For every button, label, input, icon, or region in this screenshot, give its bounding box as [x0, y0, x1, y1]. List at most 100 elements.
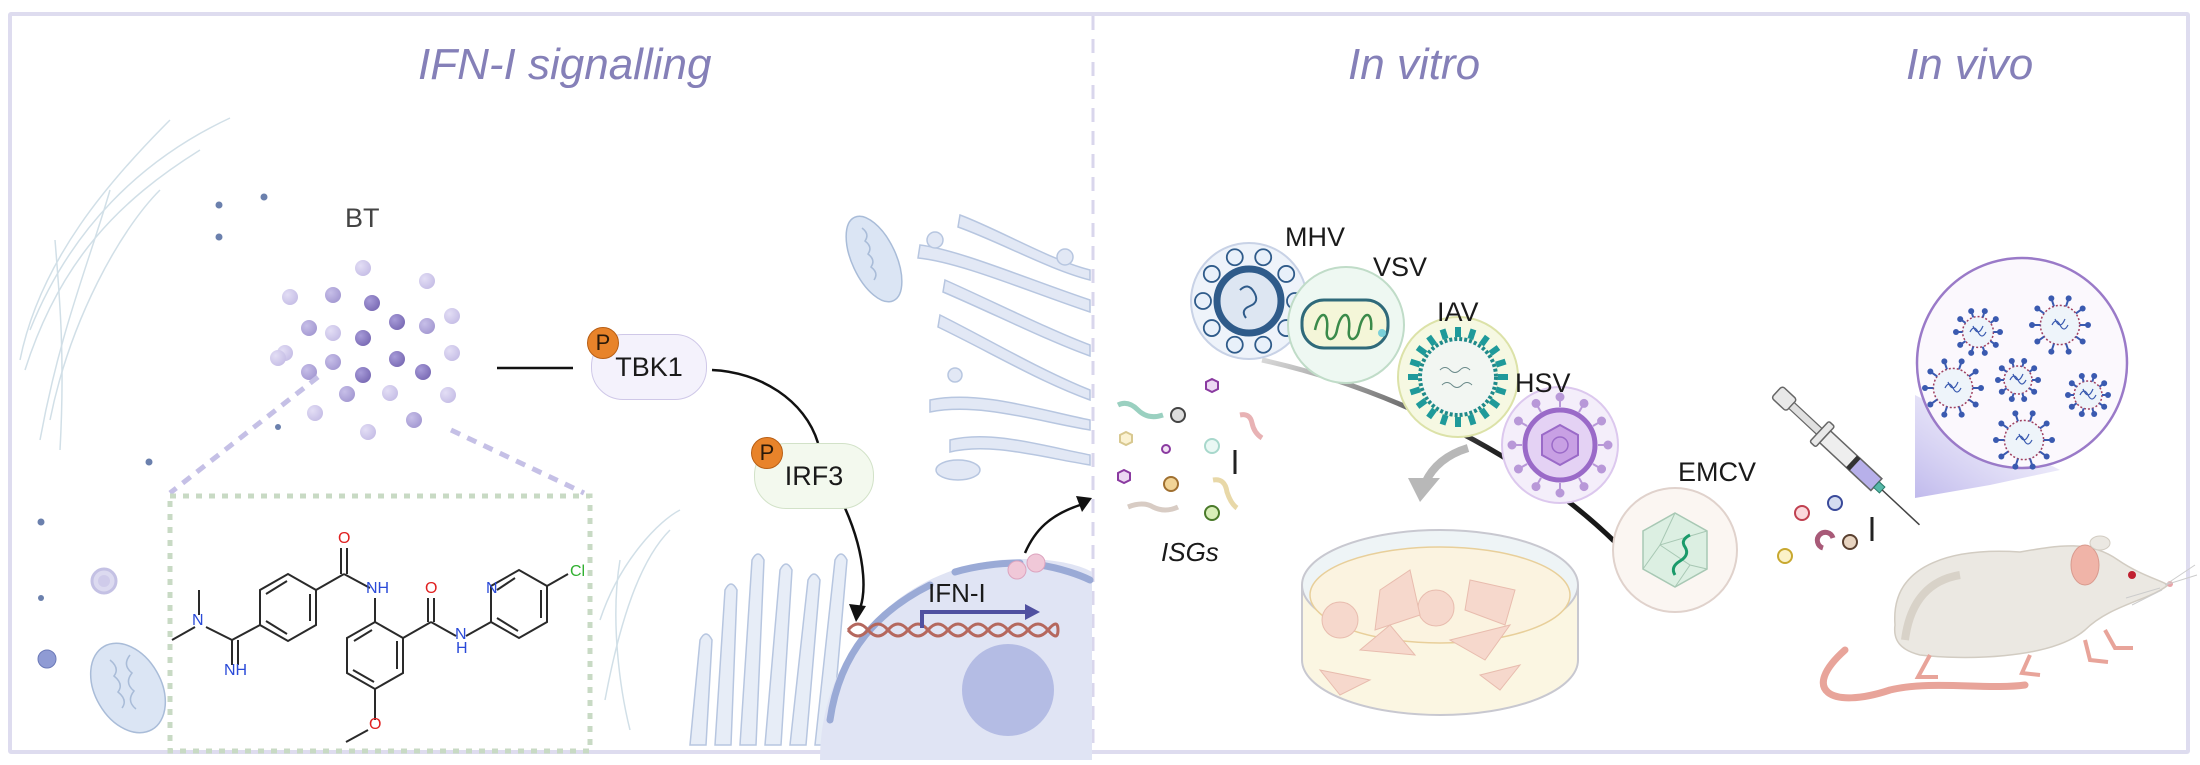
virus-spike: [1555, 392, 1565, 402]
virus-spike: [1495, 386, 1507, 396]
section-title-in-vivo: In vivo: [1906, 40, 2034, 89]
tbk1-to-irf3-arrow: [711, 368, 820, 444]
virus-hsv-icon: [1501, 386, 1619, 504]
mitochondrion-icon: [89, 642, 167, 734]
isg-molecules: [1116, 377, 1264, 521]
irf3-label: IRF3: [784, 460, 844, 491]
bt-molecule: [382, 385, 398, 401]
endoplasmic-reticulum-icon: [689, 553, 848, 746]
virus-spike: [1225, 248, 1244, 267]
irf3-to-dna-arrowhead: [849, 604, 866, 622]
compound-label: BT: [345, 203, 380, 233]
virus-spike: [1467, 328, 1477, 340]
virus-label-emcv: EMCV: [1678, 457, 1757, 487]
virus-label-iav: IAV: [1437, 297, 1479, 327]
nucleus-icon: [820, 559, 1094, 760]
bt-molecule: [406, 412, 422, 428]
bt-molecule-cluster: [270, 260, 460, 440]
virus-spike: [1467, 414, 1477, 426]
atom-imine-nh: NH: [224, 662, 248, 679]
atom-amide2-h: H: [456, 640, 468, 657]
bt-molecule: [419, 318, 435, 334]
bt-molecule: [270, 350, 286, 366]
virus-spike: [1513, 416, 1523, 426]
vesicle-dots: [37, 193, 281, 601]
ifn-vesicle: [1026, 553, 1046, 573]
infection-arrow: [1421, 444, 1470, 485]
magnified-virus: [2029, 295, 2091, 355]
virus-spike: [1597, 464, 1607, 474]
bt-molecule: [325, 325, 341, 341]
virus-spike: [1488, 345, 1501, 356]
virus-spike: [1439, 414, 1449, 426]
virus-spike: [1555, 488, 1565, 498]
atom-n-dimethyl: N: [192, 612, 204, 629]
bt-molecule: [389, 314, 405, 330]
virus-spike: [1277, 265, 1296, 283]
cytoskeleton-fibers: [19, 117, 681, 731]
bt-molecule: [440, 387, 456, 403]
virus-spike: [1479, 334, 1490, 347]
virus-spike: [1498, 374, 1508, 380]
virus-emcv-icon: [1612, 487, 1738, 613]
bt-molecule: [444, 345, 460, 361]
virus-spike: [1426, 334, 1437, 347]
virus-spike: [1426, 407, 1437, 420]
virus-spike: [1531, 398, 1541, 408]
virus-spike: [1455, 327, 1461, 337]
virus-iav-icon: [1397, 316, 1519, 438]
magnified-virus: [1922, 358, 1984, 418]
virus-spike: [1455, 417, 1461, 427]
virus-spike: [1409, 386, 1421, 396]
phospho-badge-tbk1: P: [587, 327, 619, 359]
golgi-apparatus-icon: [917, 213, 1091, 481]
bt-molecule: [307, 405, 323, 421]
bt-molecule: [325, 354, 341, 370]
virus-spike: [1597, 416, 1607, 426]
virus-spike: [1488, 398, 1501, 409]
magnified-virus: [2065, 372, 2111, 418]
tbk1-label: TBK1: [615, 351, 683, 382]
lysosome-icon: [37, 649, 57, 669]
virus-spike: [1202, 319, 1221, 337]
infection-arrowhead: [1408, 478, 1440, 502]
bt-molecule: [355, 260, 371, 276]
bt-molecule: [360, 424, 376, 440]
atom-amide2-o: O: [425, 580, 438, 597]
bt-molecule: [339, 386, 355, 402]
magnified-virus: [1953, 308, 2003, 356]
magnified-viruses: [1922, 295, 2111, 470]
virus-spike: [1194, 292, 1212, 310]
virus-spike: [1254, 248, 1273, 267]
virus-spike: [1439, 328, 1449, 340]
atom-chloro: Cl: [570, 563, 586, 580]
virus-spike: [1513, 464, 1523, 474]
isgs-label: ISGs: [1161, 537, 1219, 567]
atom-methoxy-o: O: [369, 716, 382, 733]
atom-amide2-n: N: [455, 626, 467, 643]
virus-spike: [1409, 358, 1421, 368]
virus-spike: [1579, 398, 1589, 408]
bt-molecule: [301, 364, 317, 380]
virus-spike: [1507, 440, 1517, 450]
bt-molecule: [301, 320, 317, 336]
virus-label-hsv: HSV: [1515, 368, 1571, 398]
zoom-guide-right: [449, 427, 586, 496]
virus-spike: [1579, 482, 1589, 492]
virus-spike: [1202, 265, 1221, 283]
petri-dish-icon: [1301, 529, 1579, 716]
virus-spike: [1531, 482, 1541, 492]
secretion-arrowhead: [1076, 496, 1092, 512]
secretion-arrow: [1023, 503, 1081, 554]
transcription-start-arrow: [920, 610, 1025, 628]
virus-label-mhv: MHV: [1285, 222, 1345, 252]
virus-label-vsv: VSV: [1373, 252, 1428, 282]
ifn-gene-label: IFN-I: [928, 578, 986, 608]
magnified-virus: [1993, 410, 2055, 470]
atom-pyridine-n: N: [486, 580, 498, 597]
transcription-arrowhead: [1025, 604, 1040, 620]
virus-spike: [1603, 440, 1613, 450]
structure-box: [167, 493, 593, 754]
nucleolus-icon: [962, 644, 1054, 736]
